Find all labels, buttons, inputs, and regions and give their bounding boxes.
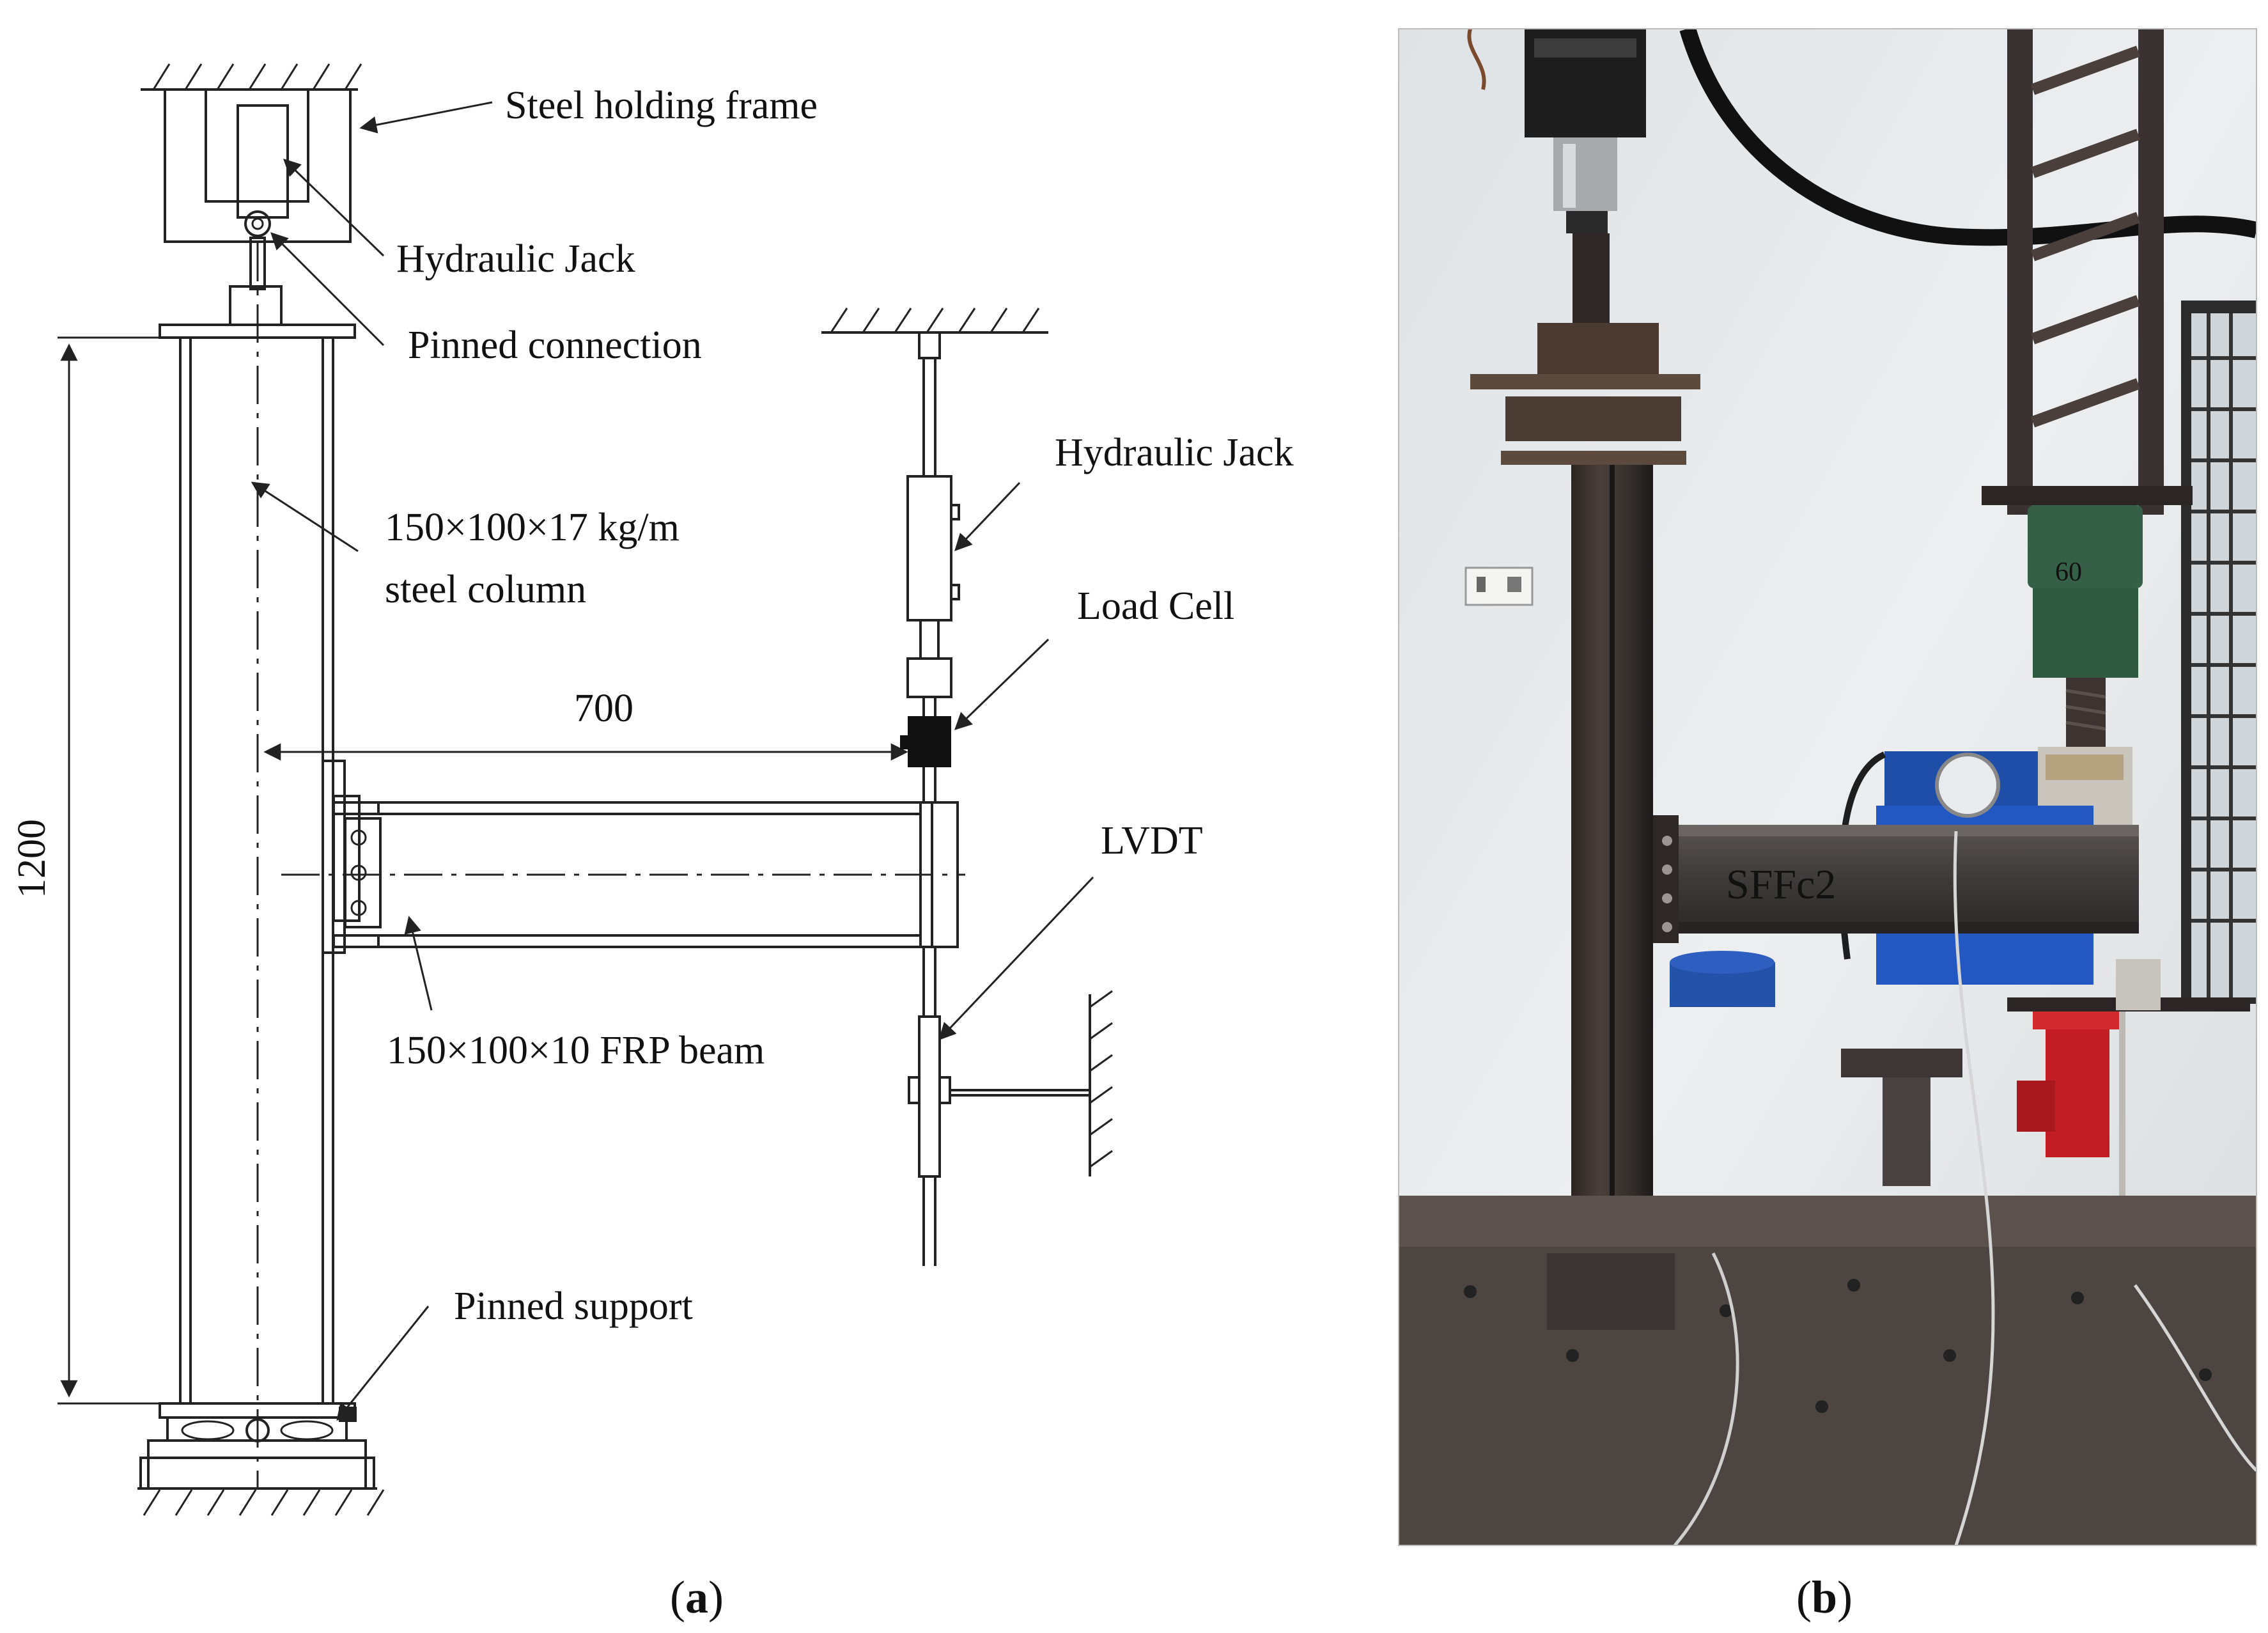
load-cell — [908, 716, 951, 767]
bolt — [350, 829, 367, 846]
caption-a: (a) — [670, 1572, 724, 1623]
label-hydraulic-jack-top: Hydraulic Jack — [396, 237, 635, 281]
test-bed — [1399, 1196, 2256, 1545]
label-pinned-support: Pinned support — [454, 1285, 693, 1328]
label-beam-spec: 150×100×10 FRP beam — [387, 1029, 765, 1072]
label-column-spec: 150×100×17 kg/m — [385, 506, 680, 549]
photo-hydraulic-jack: 60 — [2028, 505, 2143, 748]
label-pinned-connection: Pinned connection — [408, 324, 702, 367]
caption-b: (b) — [1796, 1572, 1852, 1623]
end-plate-connection — [322, 760, 382, 954]
switch-board — [1464, 566, 1534, 606]
loading-frame — [1982, 29, 2193, 515]
label-dimension-1200: 1200 — [10, 819, 54, 898]
window — [2181, 301, 2256, 1004]
schematic-diagram: Steel holding frame Hydraulic Jack Pinne… — [10, 63, 1294, 1623]
beam-marking: SFFc2 — [1726, 861, 1836, 908]
frp-beam — [281, 801, 965, 948]
test-setup-photo: 60 — [1398, 28, 2257, 1623]
label-hydraulic-jack-right: Hydraulic Jack — [1055, 431, 1294, 474]
pinned-connection — [244, 210, 271, 237]
label-steel-holding-frame: Steel holding frame — [505, 84, 818, 127]
hydraulic-jack-right — [906, 475, 952, 621]
steel-column — [179, 243, 334, 1490]
bolt — [350, 864, 367, 881]
hydraulic-jack-top — [205, 88, 309, 203]
label-column-spec-2: steel column — [385, 568, 586, 611]
leader-lines — [251, 101, 1094, 1421]
lvdt — [918, 1015, 941, 1178]
loading-assembly — [821, 308, 1113, 1266]
dimension-1200 — [58, 336, 160, 1405]
label-dimension-700: 700 — [574, 687, 633, 730]
pinned-support — [137, 1402, 385, 1516]
jack-marking: 60 — [2055, 558, 2082, 587]
photo-frp-beam: SFFc2 — [1653, 815, 2139, 943]
bolt — [350, 900, 367, 916]
column-actuator — [1525, 29, 1646, 323]
hydraulic-hose — [1679, 29, 2256, 246]
label-lvdt: LVDT — [1101, 819, 1203, 863]
top-ground-hatch — [141, 63, 362, 91]
label-load-cell: Load Cell — [1077, 584, 1234, 628]
